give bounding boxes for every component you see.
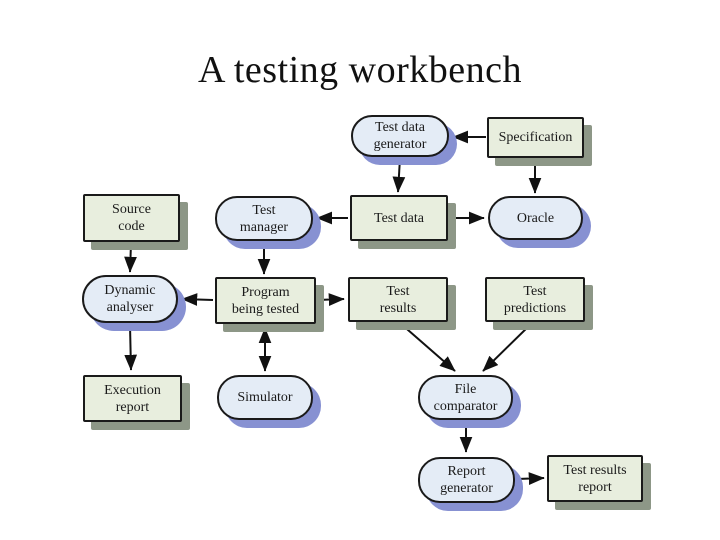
node-label: Report generator [440,464,493,496]
node-label: Test data [374,210,424,226]
node-label: Program being tested [231,284,300,317]
node-source-code: Source code [83,194,180,242]
node-label: Simulator [237,390,293,405]
node-test-predictions: Test predictions [485,277,585,322]
node-dynamic-analyser: Dynamic analyser [82,275,178,323]
arrow-report-generator-to-test-results-report [516,472,545,485]
node-label: File comparator [433,381,498,414]
arrow-program-being-tested-to-test-results [316,293,345,306]
node-label: Execution report [104,382,161,415]
node-label: Source code [112,202,151,234]
node-test-data-generator: Test data generator [351,115,449,157]
node-report-generator: Report generator [418,457,515,503]
node-execution-report: Execution report [83,375,182,422]
arrow-source-code-to-dynamic-analyser [124,242,137,273]
node-test-manager: Test manager [215,196,313,241]
node-label: Oracle [516,210,555,226]
node-label: Test data generator [373,120,427,152]
node-test-data: Test data [350,195,448,241]
slide-title: A testing workbench [197,49,522,91]
node-label: Test predictions [503,283,567,316]
arrow-test-predictions-to-file-comparator [482,322,533,372]
node-label: Dynamic analyser [104,283,156,315]
node-test-results-report: Test results report [547,455,643,502]
arrow-dynamic-analyser-to-execution-report [124,324,138,371]
arrow-program-being-tested-to-dynamic-analyser [181,293,214,306]
node-program-being-tested: Program being tested [215,277,316,324]
node-label: Test results [379,283,417,316]
node-simulator: Simulator [217,375,313,420]
node-file-comparator: File comparator [418,375,513,420]
arrow-test-results-to-file-comparator [399,322,456,372]
arrow-test-data-generator-to-test-data [392,157,406,193]
node-oracle: Oracle [488,196,583,240]
node-label: Specification [498,130,573,145]
node-label: Test manager [239,202,289,235]
node-label: Test results report [563,462,627,495]
node-test-results: Test results [348,277,448,322]
node-specification: Specification [487,117,584,158]
